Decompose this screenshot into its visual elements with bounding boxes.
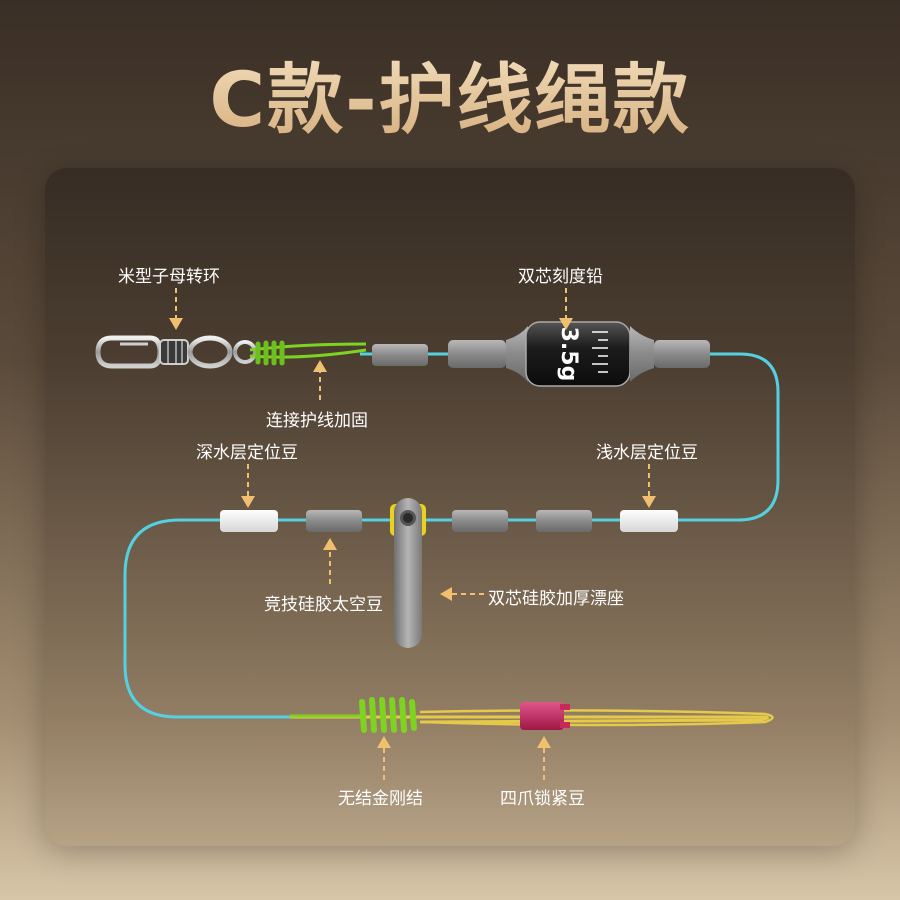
- sinker-marking: 3.5g: [556, 327, 581, 382]
- green-braid-connection: [249, 340, 367, 366]
- label-lock-bean: 四爪锁紧豆: [500, 789, 585, 809]
- label-connect-line: 连接护线加固: [266, 411, 368, 431]
- shallow-stopper-bean: [620, 510, 678, 532]
- float-seat-icon: [390, 498, 426, 648]
- label-deep-stopper: 深水层定位豆: [196, 443, 298, 463]
- label-swivel: 米型子母转环: [118, 267, 220, 287]
- label-knot: 无结金刚结: [338, 789, 423, 809]
- diagram-panel: [45, 168, 855, 846]
- knot-coil-icon: [290, 697, 417, 733]
- scale-sinker-icon: 3.5g: [448, 321, 710, 387]
- space-bean: [306, 510, 362, 532]
- main-line: [123, 352, 780, 719]
- label-float-seat: 双芯硅胶加厚漂座: [488, 589, 624, 609]
- space-bean: [452, 510, 508, 532]
- label-shallow-stopper: 浅水层定位豆: [596, 443, 698, 463]
- arrow-heads: [169, 318, 656, 748]
- label-sinker: 双芯刻度铅: [518, 267, 603, 287]
- gray-bean: [372, 344, 428, 366]
- deep-stopper-bean: [220, 510, 278, 532]
- space-bean: [536, 510, 592, 532]
- lock-bean-icon: [520, 702, 570, 730]
- page-title: C款-护线绳款: [0, 38, 900, 148]
- arrow-lines: [175, 288, 650, 780]
- label-space-bean: 竞技硅胶太空豆: [264, 595, 383, 615]
- yellow-line: [290, 715, 769, 724]
- snap-swivel-icon: [95, 335, 257, 369]
